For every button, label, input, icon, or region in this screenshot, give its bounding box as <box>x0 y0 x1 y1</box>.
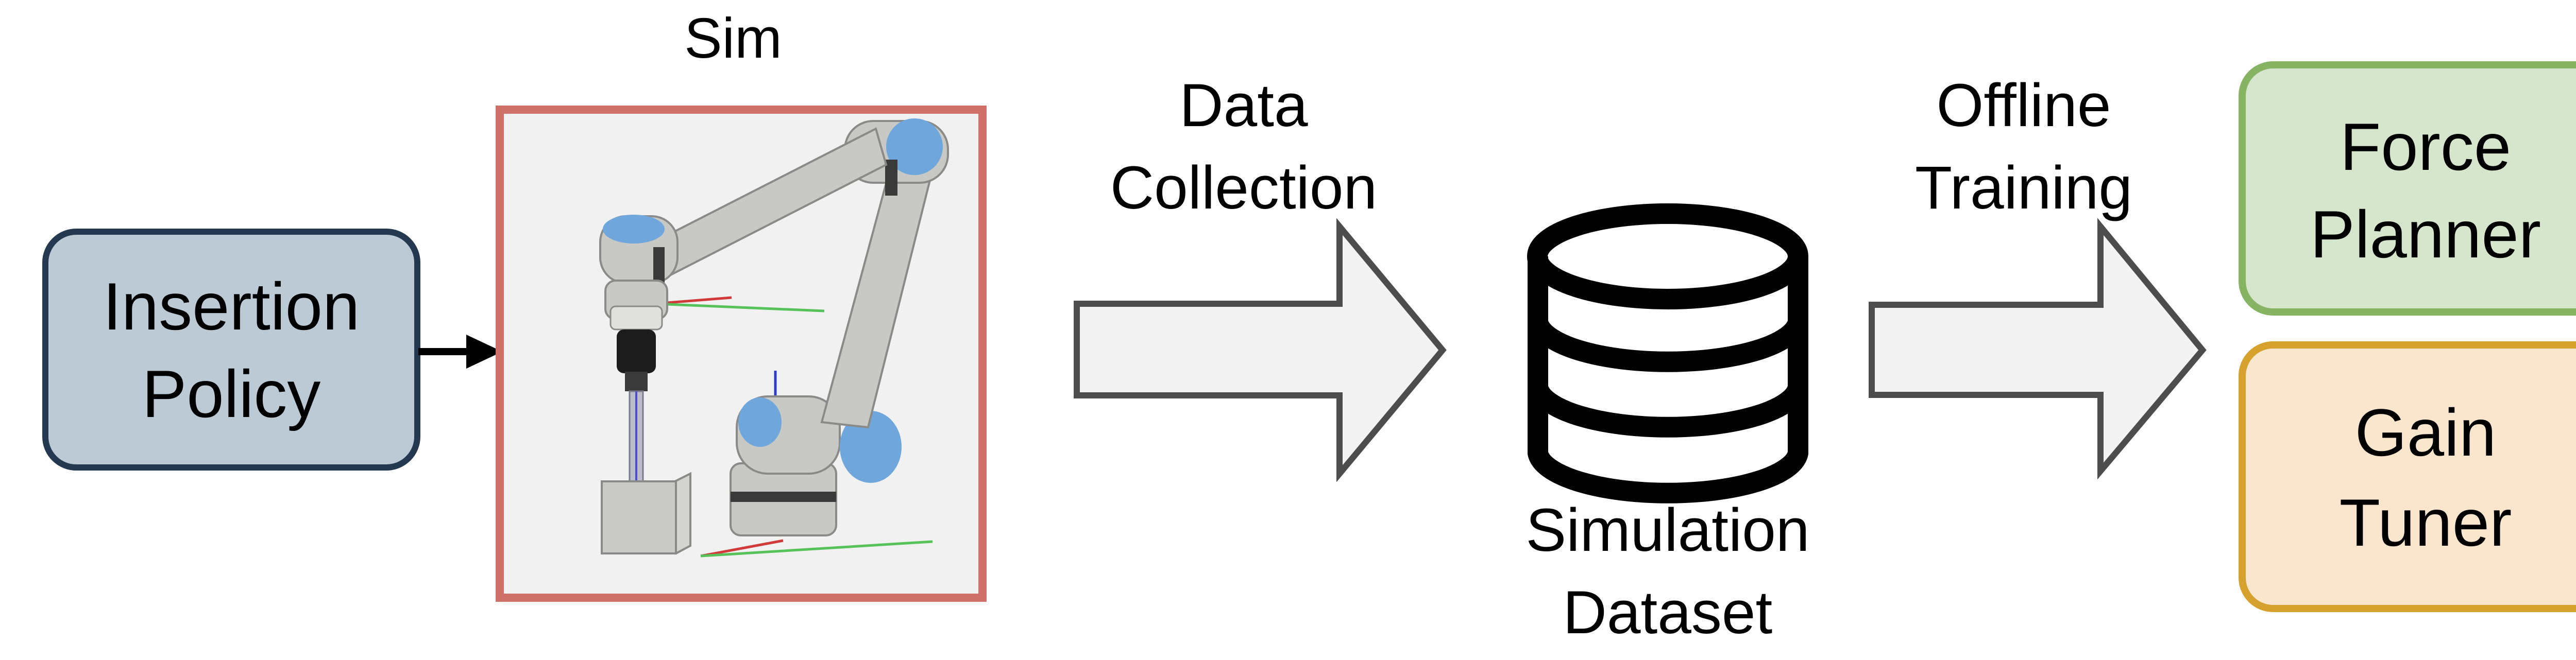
insertion-policy-label-line1: Insertion <box>103 269 360 344</box>
sim-panel <box>496 106 987 602</box>
database-icon <box>1527 203 1808 503</box>
simulation-dataset-label-line2: Dataset <box>1563 579 1773 647</box>
gain-tuner-label-line1: Gain <box>2355 395 2497 470</box>
force-planner-label-line1: Force <box>2340 109 2511 184</box>
robot-arm-illustration <box>599 118 949 558</box>
data-collection-label-line2: Collection <box>1110 154 1377 222</box>
force-planner-node: Force Planner <box>2239 61 2576 316</box>
data-collection-arrow <box>1074 218 1447 482</box>
gain-tuner-label-line2: Tuner <box>2340 485 2512 560</box>
gain-tuner-node: Gain Tuner <box>2239 341 2576 612</box>
policy-to-sim-arrow <box>418 335 502 369</box>
insertion-policy-label-line2: Policy <box>142 356 321 431</box>
sim-label: Sim <box>684 7 782 70</box>
insertion-policy-box <box>42 229 420 471</box>
force-planner-box <box>2239 61 2576 316</box>
gain-tuner-box <box>2239 341 2576 612</box>
force-planner-label-line2: Planner <box>2310 197 2541 272</box>
insertion-policy-node: Insertion Policy <box>42 229 420 471</box>
offline-training-label-line1: Offline <box>1937 72 2111 140</box>
offline-training-label-line2: Training <box>1915 154 2132 222</box>
data-collection-label-line1: Data <box>1179 72 1308 140</box>
simulation-dataset-label-line1: Simulation <box>1526 496 1810 564</box>
offline-training-arrow <box>1869 218 2207 480</box>
